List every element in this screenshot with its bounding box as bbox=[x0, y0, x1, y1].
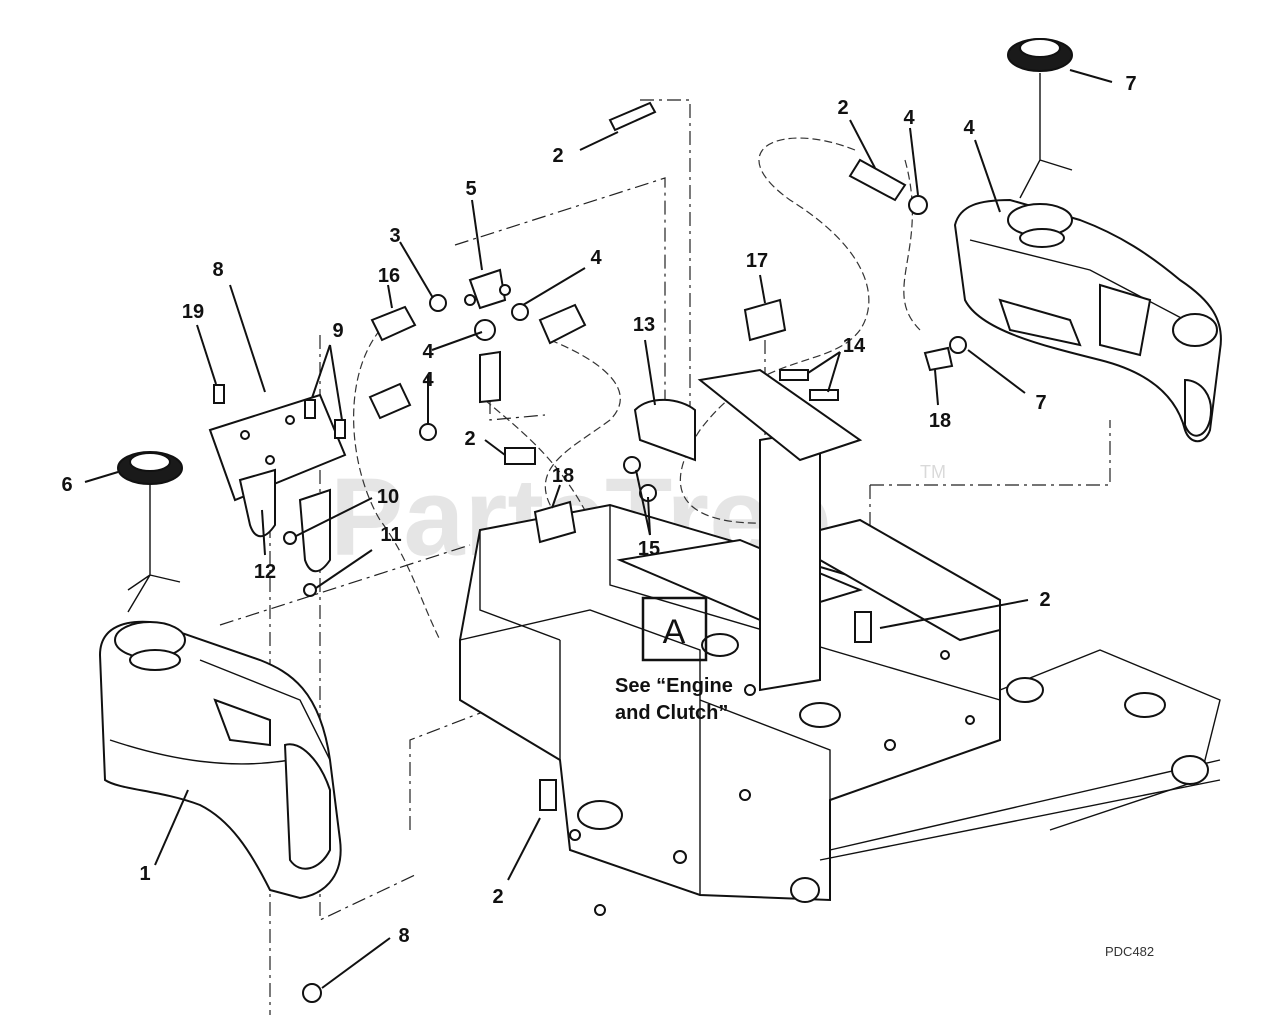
leader-lines bbox=[84, 69, 1113, 989]
mower-frame bbox=[459, 368, 1221, 916]
callout-4-a: 3 bbox=[389, 225, 400, 247]
callout-9: 8 bbox=[212, 259, 223, 281]
callout-2-right: 2 bbox=[1039, 589, 1050, 611]
callout-15: 14 bbox=[843, 335, 866, 357]
callout-10: 9 bbox=[332, 320, 343, 342]
drawing-code: PDC482 bbox=[1105, 944, 1154, 959]
callout-16: 15 bbox=[638, 538, 660, 560]
callout-4-b: 4 bbox=[590, 247, 602, 269]
callout-4-c: 4 bbox=[422, 341, 434, 363]
fuel-tank-right bbox=[953, 198, 1222, 443]
reference-line-1: See “Engine bbox=[615, 675, 733, 697]
callout-14: 13 bbox=[633, 314, 655, 336]
callout-20: 19 bbox=[182, 301, 204, 323]
reference-frame bbox=[641, 596, 708, 662]
callout-7-right: 7 bbox=[1125, 73, 1136, 95]
callout-8-bottom: 8 bbox=[398, 925, 409, 947]
callout-13: 12 bbox=[254, 561, 276, 583]
fuel-cap-left bbox=[117, 451, 183, 613]
callout-2-bottom: 2 bbox=[492, 886, 503, 908]
callout-18-upper: 17 bbox=[746, 250, 768, 272]
watermark-tm: TM bbox=[920, 462, 946, 482]
callout-4-e: 4 bbox=[903, 107, 915, 129]
callout-11: 10 bbox=[377, 486, 399, 508]
callout-5: 4 bbox=[963, 117, 975, 139]
callout-3: 2 bbox=[837, 97, 848, 119]
callout-2-middle: 2 bbox=[464, 428, 475, 450]
callout-6: 5 bbox=[465, 178, 476, 200]
reference-letter: A bbox=[663, 613, 686, 651]
callout-18-lower: 18 bbox=[552, 465, 574, 487]
callouts: 1 2 2 2 2 2 3 4 4 4 4 4 5 6 7 7 8 8 9 10… bbox=[61, 73, 1136, 947]
callout-12: 11 bbox=[380, 524, 401, 546]
callout-19: 18 bbox=[929, 410, 951, 432]
reference-line-2: and Clutch” bbox=[615, 702, 728, 724]
callout-2-top: 2 bbox=[552, 145, 563, 167]
callout-4-d: 4 bbox=[422, 369, 434, 391]
fuel-tank-left bbox=[98, 620, 342, 900]
callout-7-left: 6 bbox=[61, 474, 72, 496]
reference-box: A See “Engine and Clutch” bbox=[615, 596, 733, 724]
callout-1: 1 bbox=[139, 863, 150, 885]
callout-17: 16 bbox=[378, 265, 400, 287]
mounting-bracket bbox=[208, 393, 347, 573]
callout-8-right: 7 bbox=[1035, 392, 1046, 414]
hardware bbox=[213, 101, 967, 1003]
fuel-cap-right bbox=[1007, 38, 1073, 199]
